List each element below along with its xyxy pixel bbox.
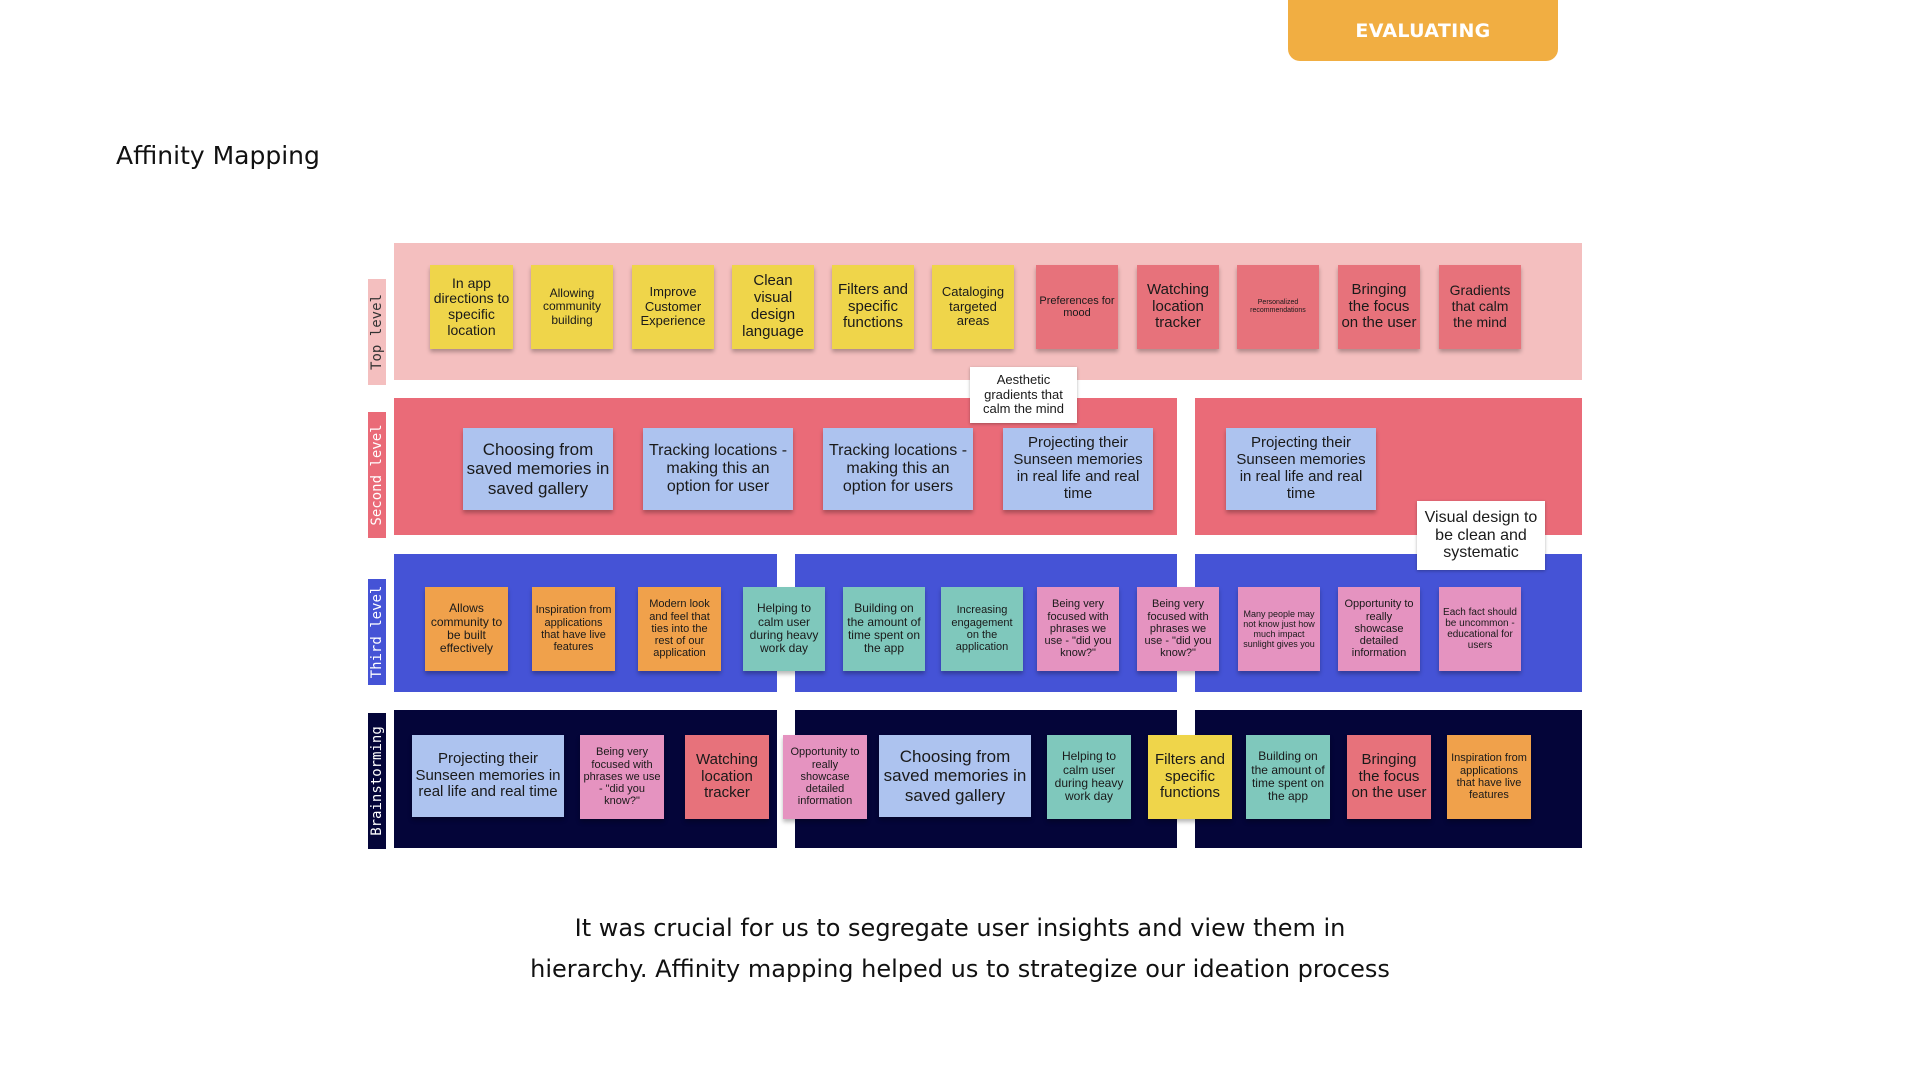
sticky-note[interactable]: Filters and specific functions	[832, 265, 914, 349]
sticky-note[interactable]: Watching location tracker	[685, 735, 769, 819]
sticky-note[interactable]: Allowing community building	[531, 265, 613, 349]
sticky-note[interactable]: Building on the amount of time spent on …	[843, 587, 925, 671]
sticky-note[interactable]: Helping to calm user during heavy work d…	[743, 587, 825, 671]
sticky-note[interactable]: Projecting their Sunseen memories in rea…	[412, 735, 564, 817]
sticky-note[interactable]: Opportunity to really showcase detailed …	[783, 735, 867, 819]
row-label-third-level: Third level	[368, 579, 386, 685]
row-label-top-level: Top level	[368, 279, 386, 385]
sticky-note[interactable]: Choosing from saved memories in saved ga…	[463, 428, 613, 510]
sticky-note[interactable]: Projecting their Sunseen memories in rea…	[1226, 428, 1376, 510]
sticky-note[interactable]: Modern look and feel that ties into the …	[638, 587, 721, 671]
sticky-note[interactable]: Projecting their Sunseen memories in rea…	[1003, 428, 1153, 510]
sticky-note[interactable]: Choosing from saved memories in saved ga…	[879, 735, 1031, 817]
sticky-note[interactable]: Inspiration from applications that have …	[1447, 735, 1531, 819]
sticky-note[interactable]: Improve Customer Experience	[632, 265, 714, 349]
sticky-note[interactable]: Aesthetic gradients that calm the mind	[970, 367, 1077, 423]
sticky-note[interactable]: Bringing the focus on the user	[1347, 735, 1431, 819]
description-line-1: It was crucial for us to segregate user …	[574, 914, 1346, 942]
sticky-note[interactable]: Building on the amount of time spent on …	[1246, 735, 1330, 819]
sticky-note[interactable]: Increasing engagement on the application	[941, 587, 1023, 671]
sticky-note[interactable]: Clean visual design language	[732, 265, 814, 349]
sticky-note[interactable]: Helping to calm user during heavy work d…	[1047, 735, 1131, 819]
sticky-note[interactable]: In app directions to specific location	[430, 265, 513, 349]
row-label-second-level: Second level	[368, 412, 386, 538]
evaluating-badge: EVALUATING	[1288, 0, 1558, 61]
sticky-note[interactable]: Preferences for mood	[1036, 265, 1118, 349]
sticky-note[interactable]: Personalized recommendations	[1237, 265, 1319, 349]
row-label-brainstorming: Brainstorming	[368, 713, 386, 849]
sticky-note[interactable]: Tracking locations - making this an opti…	[643, 428, 793, 510]
sticky-note[interactable]: Gradients that calm the mind	[1439, 265, 1521, 349]
page-title: Affinity Mapping	[116, 141, 320, 170]
sticky-note[interactable]: Allows community to be built effectively	[425, 587, 508, 671]
sticky-note[interactable]: Tracking locations - making this an opti…	[823, 428, 973, 510]
sticky-note[interactable]: Each fact should be uncommon - education…	[1439, 587, 1521, 671]
sticky-note[interactable]: Many people may not know just how much i…	[1238, 587, 1320, 671]
sticky-note[interactable]: Bringing the focus on the user	[1338, 265, 1420, 349]
sticky-note[interactable]: Watching location tracker	[1137, 265, 1219, 349]
sticky-note[interactable]: Visual design to be clean and systematic	[1417, 501, 1545, 570]
sticky-note[interactable]: Opportunity to really showcase detailed …	[1338, 587, 1420, 671]
description-text: It was crucial for us to segregate user …	[0, 908, 1920, 990]
sticky-note[interactable]: Filters and specific functions	[1148, 735, 1232, 819]
description-line-2: hierarchy. Affinity mapping helped us to…	[530, 955, 1390, 983]
sticky-note[interactable]: Being very focused with phrases we use -…	[1037, 587, 1119, 671]
sticky-note[interactable]: Being very focused with phrases we use -…	[580, 735, 664, 819]
sticky-note[interactable]: Inspiration from applications that have …	[532, 587, 615, 671]
sticky-note[interactable]: Being very focused with phrases we use -…	[1137, 587, 1219, 671]
sticky-note[interactable]: Cataloging targeted areas	[932, 265, 1014, 349]
